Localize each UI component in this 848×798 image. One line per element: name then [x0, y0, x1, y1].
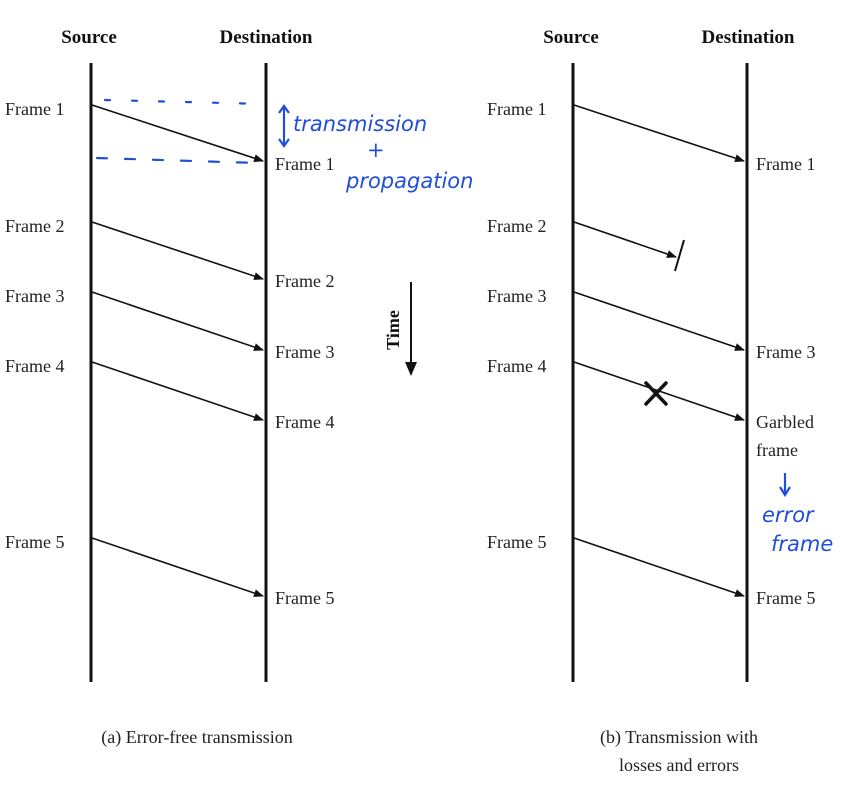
source-frame-label: Frame 1 — [5, 99, 64, 119]
source-frame-label: Frame 4 — [5, 356, 64, 376]
source-frame-label: Frame 5 — [487, 532, 546, 552]
time-label: Time — [383, 310, 403, 350]
source-frame-label: Frame 4 — [487, 356, 546, 376]
frame-5-arrow-a — [91, 537, 264, 597]
destination-frame-label: Frame 5 — [275, 588, 334, 608]
source-frame-label: Frame 3 — [5, 286, 64, 306]
frame-4-arrow-a — [91, 361, 264, 421]
destination-frame-label: Frame 1 — [756, 154, 815, 174]
caption-a: (a) Error-free transmission — [101, 727, 293, 748]
source-frame-label: Frame 2 — [487, 216, 546, 236]
frame-2-lost-arrow — [573, 221, 677, 258]
annotation-transmission: transmission — [293, 112, 427, 136]
garbled-frame-label: frame — [756, 440, 798, 460]
destination-frame-label: Frame 3 — [275, 342, 334, 362]
source-header-a: Source — [61, 27, 117, 48]
annotation-propagation: propagation — [345, 169, 473, 193]
time-indicator: Time — [383, 282, 417, 376]
bracket-arrow-up-icon — [278, 104, 290, 114]
frame-5-arrow-b — [573, 537, 745, 597]
error-arrow-down-icon — [779, 486, 791, 498]
destination-frame-label: Frame 2 — [275, 271, 334, 291]
diagram-b: Source Destination Frame 1 Frame 2 Frame… — [487, 27, 815, 775]
caption-b-line2: losses and errors — [619, 755, 739, 775]
garbled-frame-label: Garbled — [756, 412, 814, 432]
source-frame-label: Frame 1 — [487, 99, 546, 119]
frame-3-arrow-a — [91, 291, 264, 351]
annotation-frame: frame — [771, 532, 833, 556]
source-header-b: Source — [543, 27, 599, 48]
diagram-a: Source Destination Frame 1 Frame 2 Frame… — [5, 27, 334, 748]
destination-frame-label: Frame 1 — [275, 154, 334, 174]
frame-1-arrow-a — [91, 104, 264, 163]
destination-frame-label: Frame 5 — [756, 588, 815, 608]
destination-frame-label: Frame 3 — [756, 342, 815, 362]
time-arrow-down-icon — [405, 362, 417, 376]
annotation-plus: + — [367, 138, 385, 162]
lost-frame-stop-mark — [674, 239, 685, 272]
source-frame-label: Frame 2 — [5, 216, 64, 236]
handwritten-annotations: transmission + propagation error frame — [95, 98, 833, 556]
error-cross-icon — [644, 381, 668, 406]
source-frame-label: Frame 5 — [5, 532, 64, 552]
frame-3-arrow-b — [573, 291, 745, 351]
destination-frame-label: Frame 4 — [275, 412, 334, 432]
dotted-guide-top — [103, 98, 267, 106]
frame-1-arrow-b — [573, 104, 745, 162]
destination-header-b: Destination — [702, 27, 795, 48]
dotted-guide-bottom — [95, 156, 260, 165]
source-frame-label: Frame 3 — [487, 286, 546, 306]
caption-b-line1: (b) Transmission with — [600, 727, 758, 748]
annotation-error: error — [762, 503, 815, 527]
destination-header-a: Destination — [220, 27, 313, 48]
bracket-arrow-down-icon — [278, 138, 290, 148]
frame-2-arrow-a — [91, 221, 264, 280]
